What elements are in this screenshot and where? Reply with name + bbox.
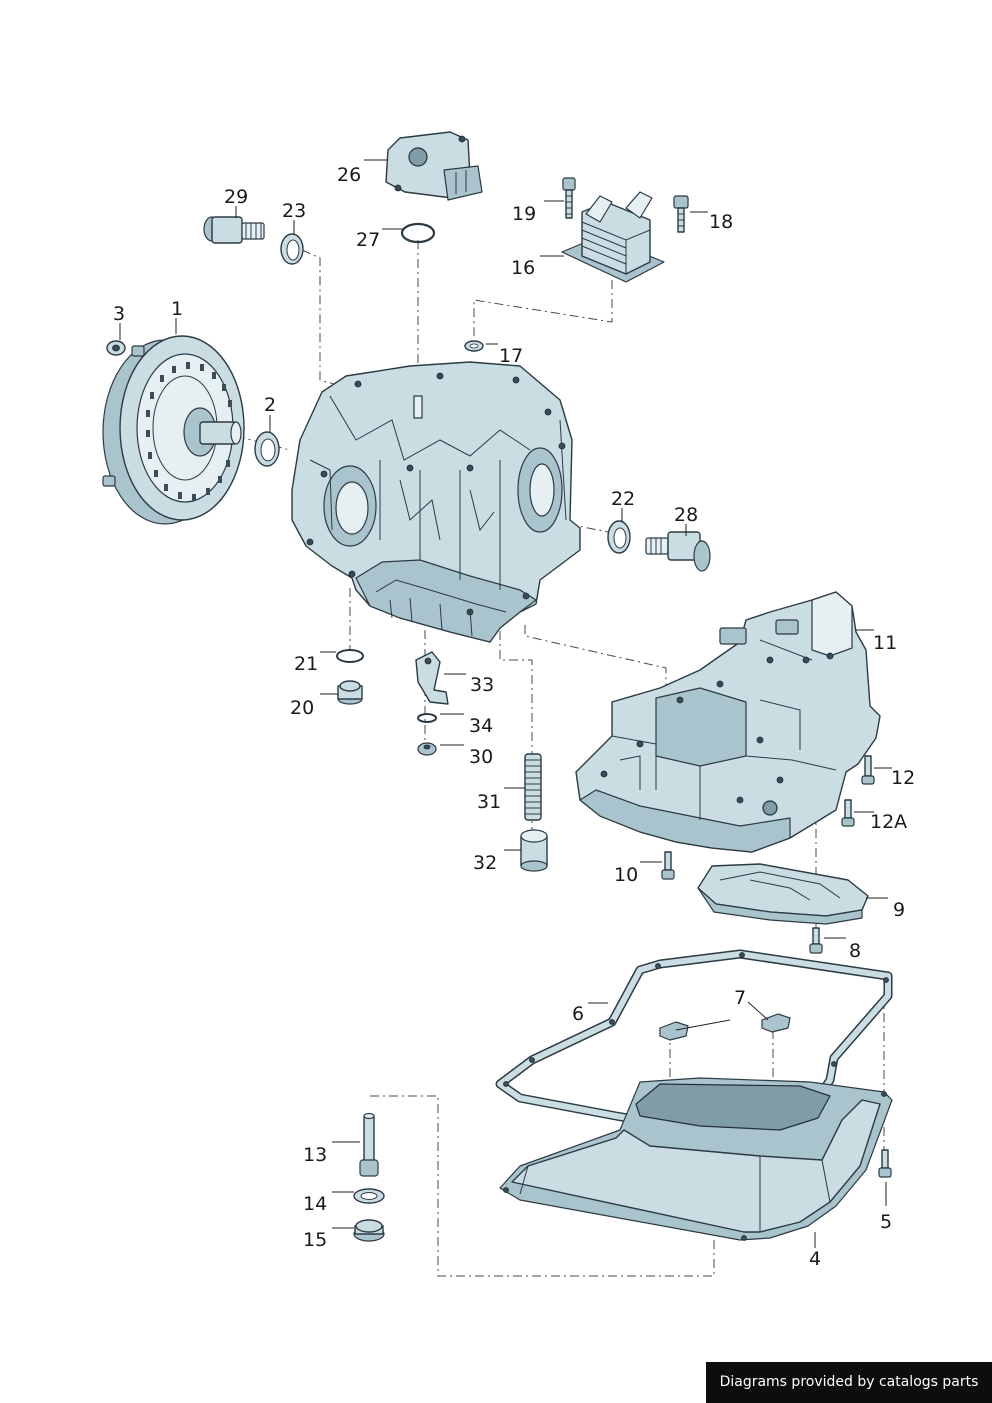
o-ring-23 — [280, 233, 304, 265]
bolt-10 — [661, 851, 675, 880]
callout-9: 9 — [893, 899, 905, 921]
callout-1: 1 — [171, 298, 183, 320]
callout-10: 10 — [614, 864, 638, 886]
nut-3 — [106, 340, 126, 356]
callout-17: 17 — [499, 345, 523, 367]
plug-20 — [337, 680, 363, 705]
bolt-18 — [673, 195, 689, 233]
magnet-7b — [761, 1013, 791, 1033]
callout-31: 31 — [477, 791, 501, 813]
callout-16: 16 — [511, 257, 535, 279]
washer-21 — [336, 649, 364, 663]
bolt-5 — [878, 1149, 892, 1178]
o-ring-17 — [464, 340, 484, 352]
credit-banner: Diagrams provided by catalogs parts — [706, 1362, 992, 1403]
callout-5: 5 — [880, 1211, 892, 1233]
callout-4: 4 — [809, 1248, 821, 1270]
callout-29: 29 — [224, 186, 248, 208]
callout-19: 19 — [512, 203, 536, 225]
callout-34: 34 — [469, 715, 493, 737]
bolt-19 — [562, 177, 576, 219]
atf-cooler-16 — [561, 191, 665, 283]
callout-28: 28 — [674, 504, 698, 526]
callout-26: 26 — [337, 164, 361, 186]
callout-21: 21 — [294, 653, 318, 675]
magnet-7a — [659, 1021, 689, 1041]
o-ring-27 — [400, 222, 436, 244]
callout-12: 12 — [891, 767, 915, 789]
callout-27: 27 — [356, 229, 380, 251]
flange-shaft-28 — [645, 531, 711, 572]
washer-34 — [417, 713, 437, 723]
valve-body-11 — [575, 591, 881, 853]
callout-6: 6 — [572, 1003, 584, 1025]
callout-7: 7 — [734, 987, 746, 1009]
callout-8: 8 — [849, 940, 861, 962]
callout-15: 15 — [303, 1229, 327, 1251]
callout-labels: 1 2 3 4 5 6 7 8 9 10 11 12 12A 13 14 15 … — [113, 164, 915, 1270]
nut-30 — [417, 742, 437, 756]
callout-11: 11 — [873, 632, 897, 654]
washer-14 — [353, 1188, 385, 1204]
bolt-8 — [809, 927, 823, 954]
callout-3: 3 — [113, 303, 125, 325]
spring-31 — [524, 753, 542, 821]
callout-23: 23 — [282, 200, 306, 222]
bolt-12 — [861, 755, 875, 785]
callout-2: 2 — [264, 394, 276, 416]
transmission-housing — [291, 361, 581, 643]
flange-shaft-29 — [203, 216, 265, 244]
sleeve-32 — [520, 829, 548, 872]
callout-33: 33 — [470, 674, 494, 696]
callout-14: 14 — [303, 1193, 327, 1215]
plug-15 — [353, 1219, 385, 1242]
callout-18: 18 — [709, 211, 733, 233]
bolt-13 — [359, 1112, 379, 1177]
leader-lines — [119, 159, 892, 1248]
callout-32: 32 — [473, 852, 497, 874]
callout-20: 20 — [290, 697, 314, 719]
filter-9 — [697, 863, 869, 925]
seal-ring-2 — [254, 431, 280, 467]
bracket-33 — [415, 651, 449, 705]
o-ring-22 — [607, 520, 631, 554]
bolt-12a — [841, 799, 855, 827]
range-sensor-26 — [385, 131, 483, 201]
oil-pan-4 — [499, 1077, 893, 1241]
callout-12a: 12A — [870, 811, 907, 833]
callout-30: 30 — [469, 746, 493, 768]
torque-converter — [102, 335, 245, 525]
callout-13: 13 — [303, 1144, 327, 1166]
callout-22: 22 — [611, 488, 635, 510]
